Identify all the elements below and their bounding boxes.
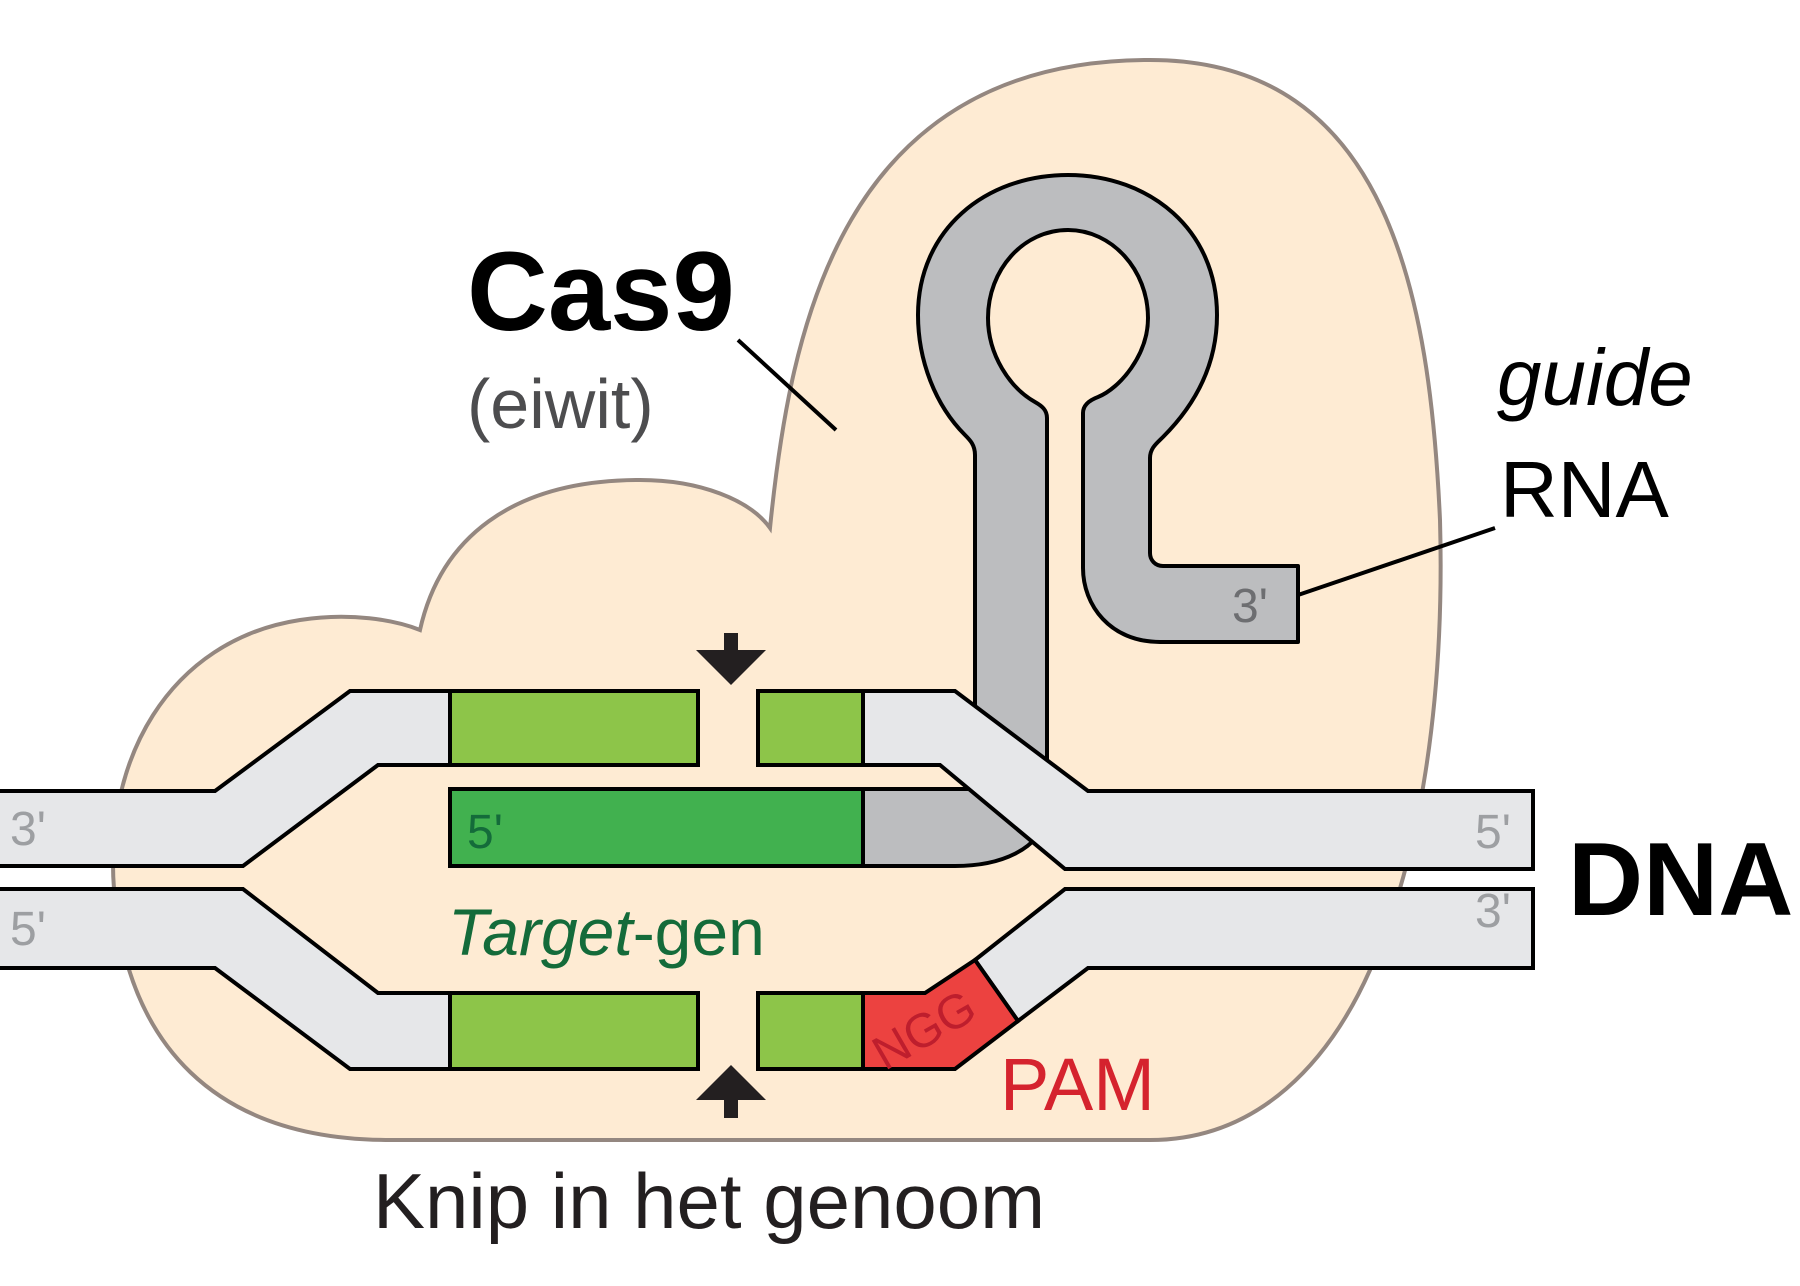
guide-label-italic: guide — [1497, 333, 1693, 422]
rna-label: RNA — [1500, 445, 1670, 534]
target-gene-suffix: -gen — [633, 895, 765, 969]
target-gene-italic: Target — [448, 895, 635, 969]
protein-subtitle: (eiwit) — [467, 365, 654, 443]
cut-caption: Knip in het genoom — [373, 1157, 1045, 1245]
cas9-label: Cas9 — [467, 229, 735, 354]
pam-label: PAM — [1000, 1043, 1155, 1126]
target-bottom-block-left — [448, 991, 700, 1071]
target-bottom-block-right — [756, 991, 865, 1071]
target-gene-label: Target-gen — [448, 895, 765, 969]
bottom-left-end-label: 5' — [10, 903, 46, 956]
bottom-right-end-label: 3' — [1475, 885, 1511, 938]
cas9-pointer-line — [736, 338, 838, 432]
guide-5-end-label: 5' — [467, 806, 503, 859]
pam-region — [861, 957, 1021, 1071]
cut-arrow-up-icon — [696, 1065, 766, 1118]
guide-rna-scaffold — [916, 173, 1300, 797]
target-top-block-left — [448, 689, 700, 767]
top-right-end-label: 5' — [1475, 806, 1511, 859]
guide-rna-pointer-line — [1297, 526, 1496, 597]
top-left-end-label: 3' — [10, 803, 46, 856]
target-top-block-right — [756, 689, 865, 767]
guide-rna-spacer — [448, 787, 865, 868]
dna-top-strand-right — [861, 689, 1535, 871]
guide-3-end-label: 3' — [1232, 580, 1268, 633]
dna-label: DNA — [1568, 822, 1793, 938]
cut-arrow-down-icon — [696, 633, 766, 685]
